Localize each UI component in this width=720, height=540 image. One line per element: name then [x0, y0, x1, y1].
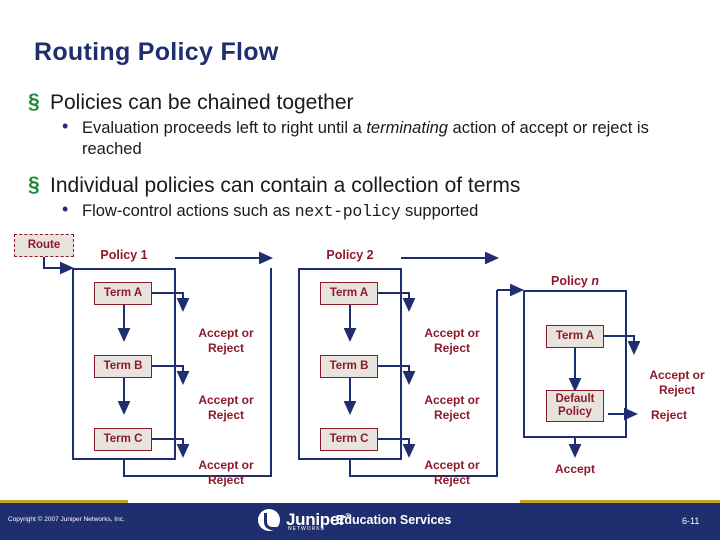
node-policy1-term-b: Term B — [94, 355, 152, 378]
bullet-text-part-3: action of accept or reject is reached — [82, 119, 649, 158]
bullet-text: Individual policies can contain a collec… — [50, 174, 521, 197]
outcome-text: Accept or Reject — [424, 326, 480, 355]
logo-trademark: ® — [345, 513, 351, 521]
outcome-text: Accept or Reject — [424, 458, 480, 487]
copyright-text: Copyright © 2007 Juniper Networks, Inc. — [8, 516, 125, 523]
outcome-text: Accept or Reject — [649, 368, 705, 397]
outcome-text: Accept or Reject — [424, 393, 480, 422]
label-policyn-accept: Accept — [554, 462, 595, 476]
page-title: Routing Policy Flow — [34, 38, 279, 66]
policy-n-header: Policy n — [523, 274, 627, 288]
bullet-text-part-2-italic: terminating — [366, 119, 448, 137]
policy-box-n — [523, 290, 627, 438]
juniper-logo-text: Juniper® — [286, 510, 350, 530]
education-services-text: Education Services — [336, 513, 452, 527]
bullet-level2-evaluation: • Evaluation proceeds left to right unti… — [26, 116, 706, 160]
bullet-marker-square: § — [28, 90, 40, 113]
bullet-text-part-3: supported — [400, 202, 479, 220]
bullet-text: Policies can be chained together — [50, 91, 354, 114]
policy-box-1 — [72, 268, 176, 460]
label-policyn-reject: Reject — [650, 408, 688, 422]
bullet-marker-dot: • — [62, 116, 69, 136]
label-policy2-outcome-b: Accept or Reject — [409, 393, 495, 423]
bullet-level1-policies-chained: § Policies can be chained together — [26, 90, 706, 116]
node-policy2-term-c: Term C — [320, 428, 378, 451]
policy-1-header: Policy 1 — [100, 248, 148, 262]
policy-2-header: Policy 2 — [326, 248, 374, 262]
outcome-text: Accept or Reject — [198, 326, 254, 355]
label-policy2-outcome-a: Accept or Reject — [409, 326, 495, 356]
label-policy1-outcome-c: Accept or Reject — [183, 458, 269, 488]
node-policyn-default-policy: Default Policy — [546, 390, 604, 422]
label-policyn-outcome-a: Accept or Reject — [634, 368, 720, 398]
default-policy-text: Default Policy — [555, 393, 595, 418]
bullet-marker-dot: • — [62, 199, 69, 219]
juniper-logo-subtext: NETWORKS — [288, 526, 325, 532]
node-policy1-term-a: Term A — [94, 282, 152, 305]
label-policy1-outcome-a: Accept or Reject — [183, 326, 269, 356]
diagram-connectors — [43, 248, 641, 477]
bullet-level2-flow-control: • Flow-control actions such as next-poli… — [26, 199, 706, 222]
footer-gold-line-right — [520, 500, 720, 503]
node-policy2-term-a: Term A — [320, 282, 378, 305]
bullet-text-part-1: Evaluation proceeds left to right until … — [82, 119, 367, 137]
page-number: 6-11 — [682, 516, 700, 526]
juniper-logo-icon — [258, 509, 280, 531]
bullet-list: § Policies can be chained together • Eva… — [26, 90, 706, 222]
outcome-text: Accept or Reject — [198, 393, 254, 422]
label-policy1-outcome-b: Accept or Reject — [183, 393, 269, 423]
policy-n-header-italic: n — [591, 274, 599, 288]
logo-wordmark: Juniper — [286, 510, 346, 529]
label-policy2-outcome-c: Accept or Reject — [409, 458, 495, 488]
node-policy2-term-b: Term B — [320, 355, 378, 378]
footer-gold-line-left — [0, 500, 128, 503]
policy-box-2 — [298, 268, 402, 460]
node-policyn-term-a: Term A — [546, 325, 604, 348]
policy-n-header-text: Policy — [551, 274, 592, 288]
node-policy1-term-c: Term C — [94, 428, 152, 451]
bullet-level1-individual-policies: § Individual policies can contain a coll… — [26, 173, 706, 199]
footer-bar — [0, 503, 720, 540]
bullet-text-part-2-mono: next-policy — [294, 202, 401, 221]
juniper-logo: Juniper® — [258, 509, 350, 531]
routing-policy-flow-diagram: Route Policy 1 Term A Term B Term C Acce… — [0, 228, 720, 490]
node-route: Route — [14, 234, 74, 257]
outcome-text: Accept or Reject — [198, 458, 254, 487]
bullet-marker-square: § — [28, 173, 40, 196]
bullet-text-part-1: Flow-control actions such as — [82, 202, 295, 220]
